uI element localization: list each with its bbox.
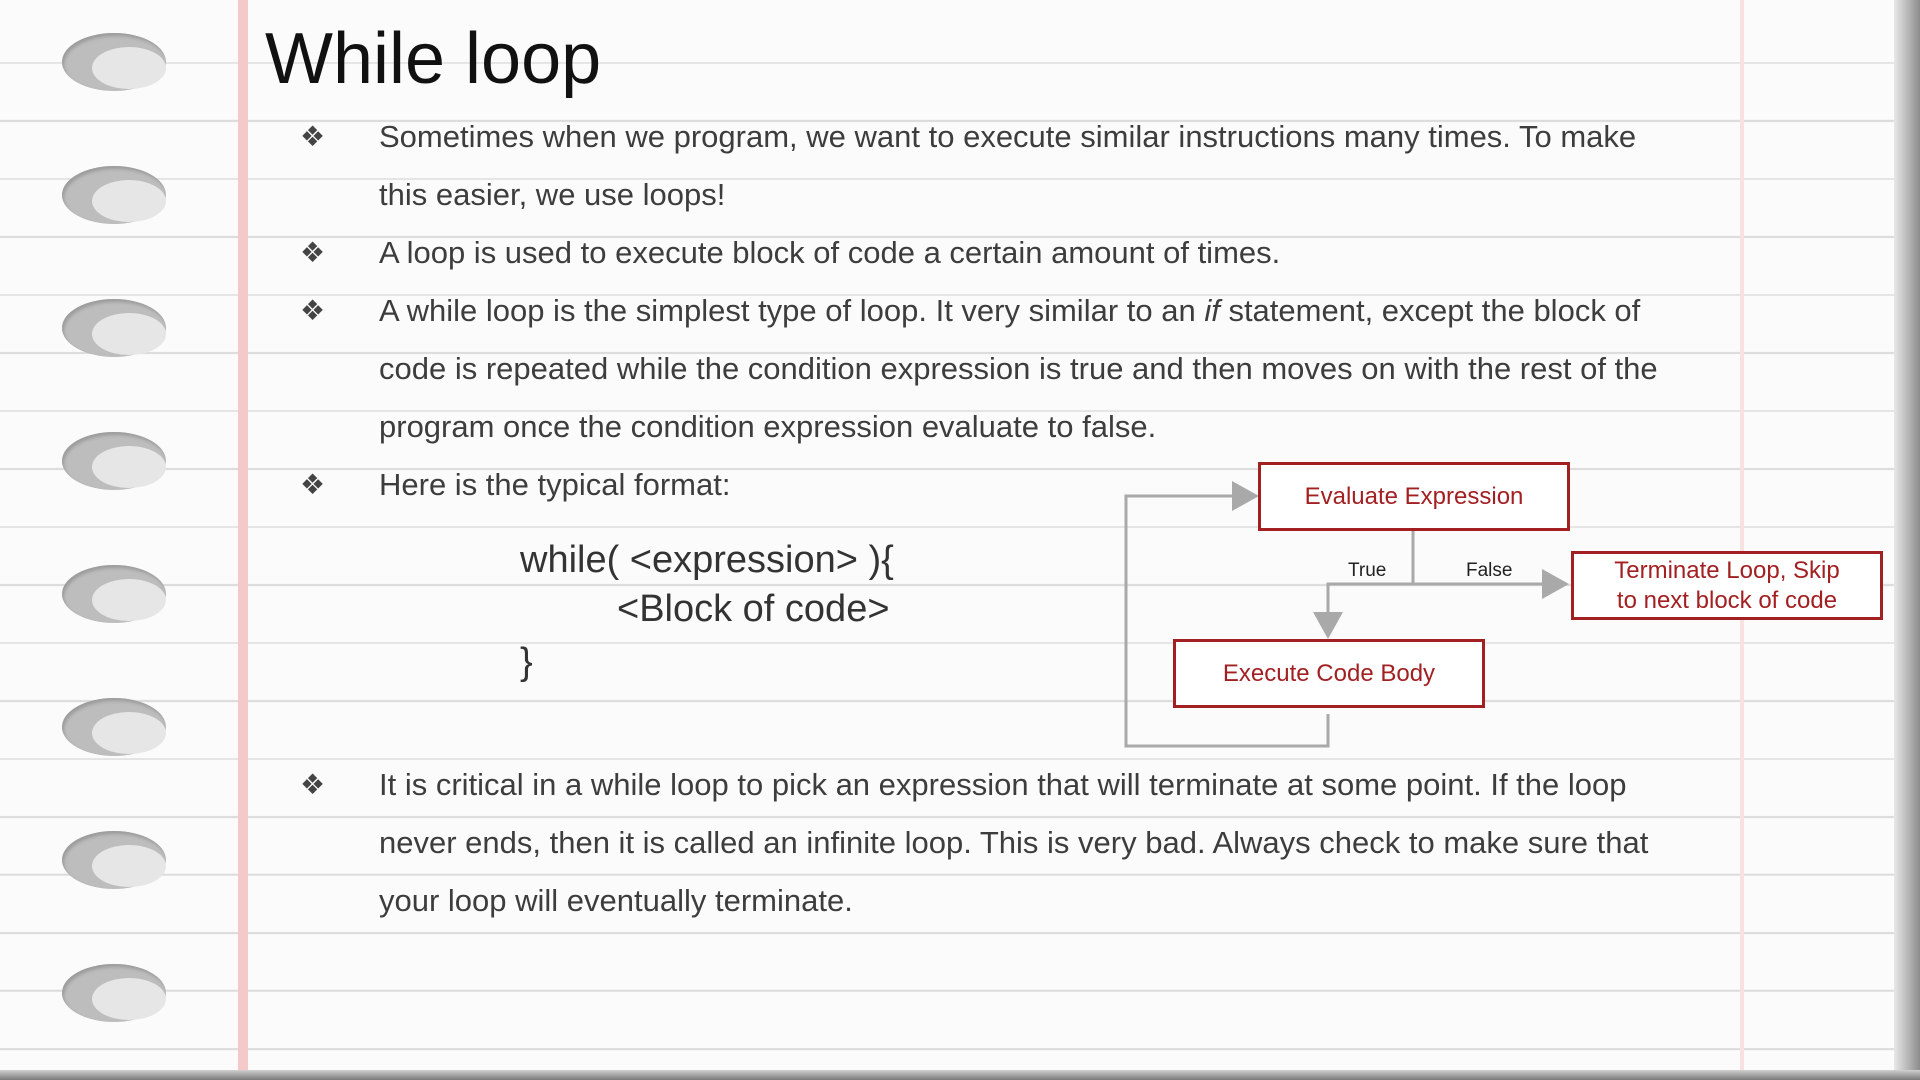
italic-keyword: if <box>1204 293 1220 328</box>
code-line: while( <expression> ){ <box>520 539 894 581</box>
true-edge-label: True <box>1348 560 1387 581</box>
diamond-bullet-icon: ❖ <box>300 295 326 326</box>
binder-hole <box>62 299 166 357</box>
false-edge-label: False <box>1466 560 1513 581</box>
evaluate-expression-node: Evaluate Expression <box>1258 462 1570 531</box>
bullet-text-segment: A while loop is the simplest type of loo… <box>379 293 1205 328</box>
binder-hole <box>62 964 166 1022</box>
binder-hole <box>62 166 166 224</box>
bullet-line: A loop is used to execute block of code … <box>379 235 1281 270</box>
diamond-bullet-icon: ❖ <box>300 121 326 152</box>
bullet-line: this easier, we use loops! <box>379 177 726 212</box>
bullet-line: program once the condition expression ev… <box>379 409 1157 444</box>
node-label-line: to next block of code <box>1616 586 1838 614</box>
bullet-line: Here is the typical format: <box>379 467 731 502</box>
diamond-bullet-icon: ❖ <box>300 469 326 500</box>
code-line: <Block of code> <box>617 588 890 630</box>
bullet-text: Sometimes when we program, we want to ex… <box>379 108 1729 224</box>
bullet-line: It is critical in a while loop to pick a… <box>379 767 1627 802</box>
bullet-text: It is critical in a while loop to pick a… <box>379 756 1729 930</box>
bullet-text: A loop is used to execute block of code … <box>379 224 1729 282</box>
terminate-loop-node: Terminate Loop, Skip to next block of co… <box>1571 551 1883 620</box>
true-arrow <box>1313 582 1413 639</box>
node-label-line: Terminate Loop, Skip <box>1614 556 1840 584</box>
margin-line-left <box>238 0 248 1080</box>
binder-hole <box>62 698 166 756</box>
bullet-line: code is repeated while the condition exp… <box>379 351 1658 386</box>
binder-hole <box>62 831 166 889</box>
diamond-bullet-icon: ❖ <box>300 769 326 800</box>
code-line: } <box>520 641 533 683</box>
execute-code-body-node: Execute Code Body <box>1173 639 1485 708</box>
bullet-line: never ends, then it is called an infinit… <box>379 825 1649 860</box>
diamond-bullet-icon: ❖ <box>300 237 326 268</box>
margin-line-right <box>1740 0 1744 1080</box>
bullet-line: Sometimes when we program, we want to ex… <box>379 119 1637 154</box>
binder-hole <box>62 33 166 91</box>
bullet-line: A while loop is the simplest type of loo… <box>379 282 1729 340</box>
slide-title: While loop <box>265 19 602 99</box>
bullet-text-segment: statement, except the block of <box>1219 293 1641 328</box>
bullet-text: Here is the typical format: <box>379 456 1729 514</box>
loop-back-arrow <box>1124 481 1330 748</box>
page-edge-shadow <box>1894 0 1920 1080</box>
bullet-line: your loop will eventually terminate. <box>379 883 853 918</box>
bullet-text: A while loop is the simplest type of loo… <box>379 282 1729 456</box>
page-bottom-shadow <box>0 1070 1920 1080</box>
binder-hole <box>62 565 166 623</box>
binder-hole <box>62 432 166 490</box>
